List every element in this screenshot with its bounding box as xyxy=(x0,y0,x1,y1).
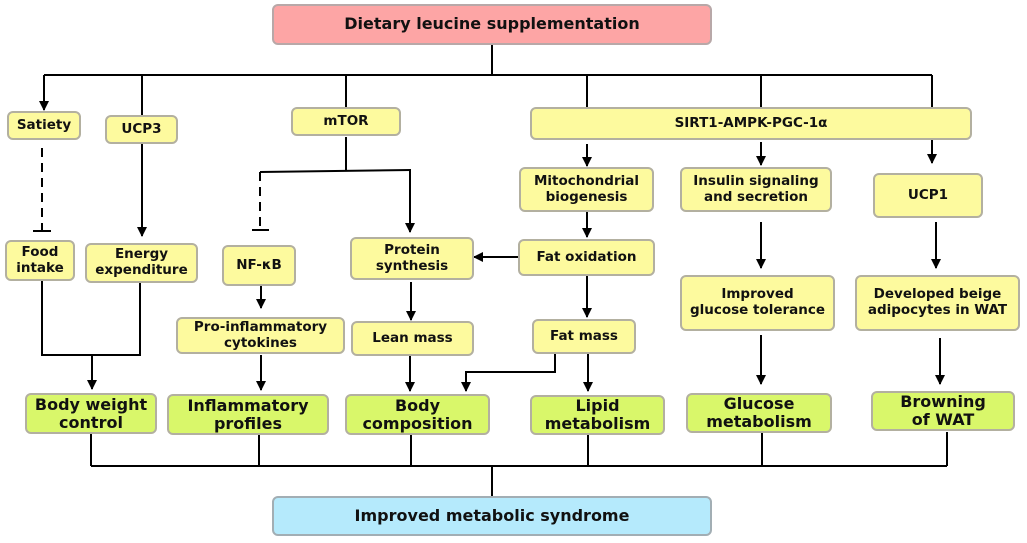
browning-outcome: Browning of WAT xyxy=(871,391,1015,431)
protein-synthesis-node: Protein synthesis xyxy=(350,237,474,280)
beige-adipocytes-node: Developed beige adipocytes in WAT xyxy=(855,275,1020,331)
ucp3-node: UCP3 xyxy=(105,115,178,144)
fat-mass-node: Fat mass xyxy=(532,319,636,354)
link-fatmass-composition xyxy=(461,354,556,392)
food-intake-node: Food intake xyxy=(5,240,75,281)
body-weight-outcome: Body weight control xyxy=(25,393,157,434)
source-node: Dietary leucine supplementation xyxy=(272,4,712,45)
link-food-energy-bodyweight xyxy=(41,280,141,356)
fat-oxidation-node: Fat oxidation xyxy=(518,239,655,276)
body-composition-outcome: Body composition xyxy=(345,394,490,435)
mito-biogenesis-node: Mitochondrial biogenesis xyxy=(519,167,654,212)
pro-inflammatory-node: Pro-inflammatory cytokines xyxy=(176,317,345,354)
result-node: Improved metabolic syndrome xyxy=(272,496,712,536)
inflammatory-outcome: Inflammatory profiles xyxy=(167,394,329,435)
glucose-outcome: Glucose metabolism xyxy=(686,393,832,433)
lean-mass-node: Lean mass xyxy=(351,321,474,356)
satiety-node: Satiety xyxy=(7,111,81,140)
link-mtor-bus xyxy=(259,169,412,173)
glucose-tolerance-node: Improved glucose tolerance xyxy=(680,275,835,331)
nfkb-node: NF-κB xyxy=(222,245,296,286)
energy-expenditure-node: Energy expenditure xyxy=(85,243,198,283)
sirt1-node: SIRT1-AMPK-PGC-1α xyxy=(530,107,972,140)
mtor-node: mTOR xyxy=(291,107,401,136)
ucp1-node: UCP1 xyxy=(873,173,983,218)
insulin-signaling-node: Insulin signaling and secretion xyxy=(680,167,832,212)
lipid-outcome: Lipid metabolism xyxy=(530,395,665,435)
